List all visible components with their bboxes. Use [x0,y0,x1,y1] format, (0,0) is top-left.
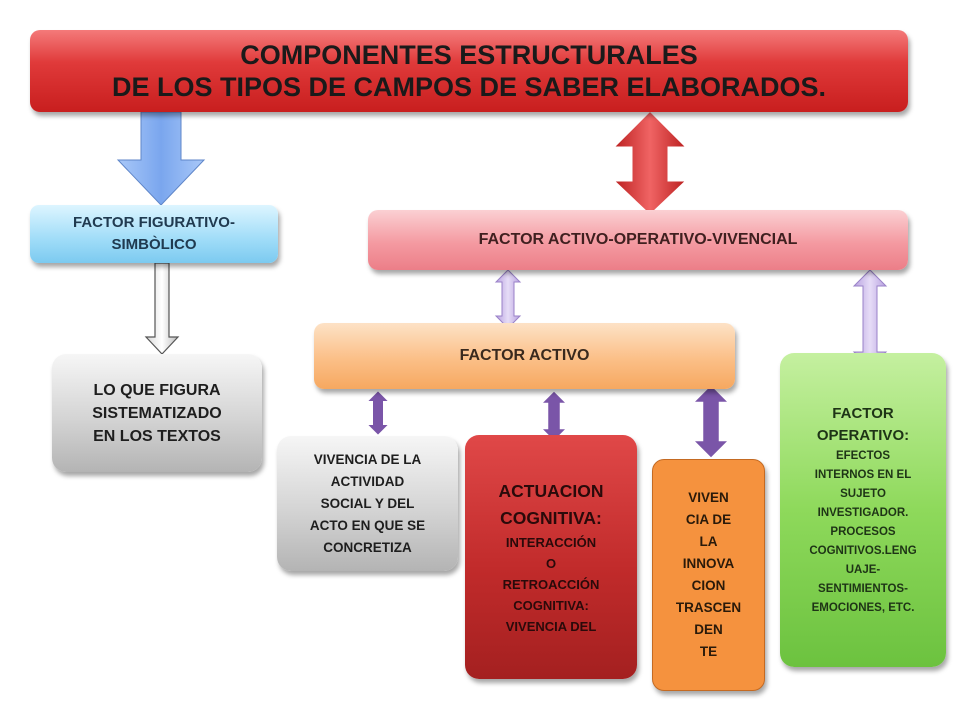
operativo-line-1: FACTOR [832,404,894,422]
vivencia-line-2: ACTIVIDAD [330,473,405,489]
activo-operativo-label: FACTOR ACTIVO-OPERATIVO-VIVENCIAL [478,231,798,248]
actuacion-line-5: RETROACCIÓN [502,576,600,592]
arrow-double-red [608,107,692,219]
actuacion-line-7: VIVENCIA DEL [505,618,597,634]
factor-operativo-box: FACTOR OPERATIVO: EFECTOS INTERNOS EN EL… [780,353,946,667]
diagram-title: COMPONENTES ESTRUCTURALES DE LOS TIPOS D… [30,30,908,112]
actuacion-line-2: COGNITIVA: [500,507,602,528]
operativo-line-2: OPERATIVO: [816,426,910,444]
lo-que-line-3: EN LOS TEXTOS [93,427,221,445]
operativo-line-10: SENTIMIENTOS- [818,582,908,595]
arrow-double-purple-1 [363,388,393,438]
lo-que-line-1: LO QUE FIGURA [93,381,221,399]
innovacion-line-2: CIA DE [685,512,732,527]
title-line-1: COMPONENTES ESTRUCTURALES [240,40,698,70]
vivencia-line-4: ACTO EN QUE SE [309,517,426,533]
vivencia-social-box: VIVENCIA DE LA ACTIVIDAD SOCIAL Y DEL AC… [277,436,458,571]
innovacion-line-7: DEN [694,622,723,637]
arrow-double-purple-3 [688,382,734,461]
arrow-double-lavender-1 [494,269,522,329]
actuacion-cognitiva-box: ACTUACION COGNITIVA: INTERACCIÓN O RETRO… [465,435,637,679]
actuacion-line-3: INTERACCIÓN [505,534,597,550]
operativo-line-5: SUJETO [840,487,886,500]
arrow-down-blue [116,111,206,206]
actuacion-line-6: COGNITIVA: [513,597,589,613]
innovacion-line-8: TE [699,644,718,659]
factor-activo-box: FACTOR ACTIVO [314,323,735,389]
actuacion-line-4: O [545,555,557,571]
lo-que-figura-box: LO QUE FIGURA SISTEMATIZADO EN LOS TEXTO… [52,354,262,472]
innovacion-line-4: INNOVA [682,556,735,571]
operativo-line-9: UAJE- [845,563,881,576]
lo-que-line-2: SISTEMATIZADO [92,404,222,422]
operativo-line-6: INVESTIGADOR. [817,506,909,519]
vivencia-line-1: VIVENCIA DE LA [313,451,422,467]
activo-label: FACTOR ACTIVO [459,347,590,364]
actuacion-line-1: ACTUACION [498,480,604,501]
arrow-down-gray [144,262,180,355]
operativo-line-8: COGNITIVOS.LENG [809,544,917,557]
operativo-line-4: INTERNOS EN EL [814,468,912,481]
factor-figurativo-box: FACTOR FIGURATIVO- SIMBÒLICO [30,205,278,263]
operativo-line-11: EMOCIONES, ETC. [811,601,915,614]
innovacion-line-6: TRASCEN [675,600,742,615]
innovacion-line-5: CION [691,578,726,593]
vivencia-innovacion-box: VIVEN CIA DE LA INNOVA CION TRASCEN DEN … [652,459,765,691]
figurativo-line-1: FACTOR FIGURATIVO- [73,214,235,231]
operativo-line-7: PROCESOS [830,525,896,538]
innovacion-line-3: LA [699,534,718,549]
factor-activo-operativo-box: FACTOR ACTIVO-OPERATIVO-VIVENCIAL [368,210,908,270]
innovacion-line-1: VIVEN [688,490,729,505]
vivencia-line-5: CONCRETIZA [323,539,412,555]
figurativo-line-2: SIMBÒLICO [111,236,197,253]
operativo-line-3: EFECTOS [835,449,891,462]
vivencia-line-3: SOCIAL Y DEL [320,495,415,511]
title-line-2: DE LOS TIPOS DE CAMPOS DE SABER ELABORAD… [111,72,827,102]
